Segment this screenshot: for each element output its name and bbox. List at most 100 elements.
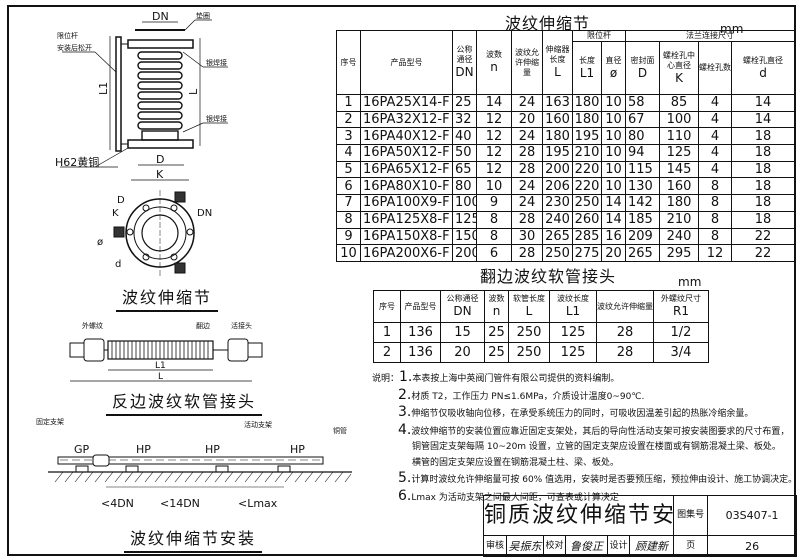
note-item: 2.材质 T2，工作压力 PN≤1.6MPa，介质设计温度0~90℃.: [398, 386, 645, 403]
table-cell: 220: [572, 177, 602, 196]
table-cell: 8: [698, 210, 732, 229]
table-cell: 8: [476, 227, 512, 246]
table-cell: 210: [659, 210, 699, 229]
plan-label-d: D: [117, 195, 125, 206]
table-cell: 180: [572, 94, 602, 112]
table-cell: 3/4: [653, 342, 709, 363]
label-d: D: [156, 153, 164, 166]
table-cell: 18: [731, 160, 795, 179]
table-cell: 195: [572, 127, 602, 146]
label-k: K: [156, 168, 164, 181]
table-cell: 4: [698, 94, 732, 112]
table-cell: 142: [625, 194, 660, 212]
table-cell: 16PA200X6-F: [360, 244, 453, 262]
table-cell: 2: [373, 342, 401, 363]
table-cell: 25: [484, 322, 509, 343]
table-cell: 20: [601, 244, 626, 262]
note-item: 4.波纹伸缩节的安装位置应靠近固定支架处，其后的导向性活动支架可按安装图要求的尺…: [398, 421, 790, 438]
table-cell: 163: [542, 94, 573, 112]
table-cell: 185: [625, 210, 660, 229]
review-label: 审核: [483, 535, 507, 557]
table-cell: 8: [698, 227, 732, 246]
bellows-plan-view: D K DN ø d: [97, 190, 212, 276]
table-cell: 160: [659, 177, 699, 196]
hose-header-cell: 产品型号: [400, 290, 441, 323]
table-cell: 136: [400, 342, 441, 363]
table-cell: 24: [511, 194, 543, 212]
table-cell: 28: [511, 210, 543, 229]
table-cell: 6: [476, 244, 512, 262]
table-cell: 28: [596, 322, 654, 343]
table-cell: 67: [625, 110, 660, 129]
table-cell: 10: [476, 177, 512, 196]
table-cell: 8: [698, 177, 732, 196]
installation-drawing: 固定支架 活动支架 铜管 GP HP HP HP <4DN <14DN <Lma…: [36, 417, 352, 510]
table-cell: 220: [572, 160, 602, 179]
table-cell: 4: [698, 160, 732, 179]
table-cell: 18: [731, 177, 795, 196]
table-cell: 150: [452, 227, 477, 246]
label-hose-l: L: [158, 372, 163, 382]
table-cell: 20: [511, 110, 543, 129]
table-cell: 30: [511, 227, 543, 246]
table-cell: 4: [698, 127, 732, 146]
table-cell: 16PA150X8-F: [360, 227, 453, 246]
bellows-elevation: DN 垫圈 限位杆 安装后松开 银焊接 银焊接 L1 L H62黄铜 D K: [55, 10, 228, 181]
table-cell: 275: [572, 244, 602, 262]
table-cell: 18: [731, 210, 795, 229]
table-cell: 240: [659, 227, 699, 246]
plan-label-k: K: [112, 208, 119, 219]
table-cell: 18: [731, 144, 795, 162]
label-hp-2: HP: [205, 443, 220, 456]
table-cell: 10: [336, 244, 361, 262]
caption-bellows: 波纹伸缩节: [116, 284, 219, 312]
hdr-allow: 波纹允许伸缩量: [511, 30, 543, 95]
label-14dn: <14DN: [160, 497, 200, 510]
table-cell: 12: [476, 110, 512, 129]
table-cell: 12: [476, 160, 512, 179]
page-number: 26: [707, 535, 798, 557]
atlas-number: 03S407-1: [707, 495, 798, 536]
table-cell: 22: [731, 244, 795, 262]
table-cell: 180: [542, 127, 573, 146]
table-cell: 16PA125X8-F: [360, 210, 453, 229]
caption-installation: 波纹伸缩节安装: [124, 525, 263, 553]
table-cell: 250: [542, 244, 573, 262]
note-item: 5.计算时波纹允许伸缩量可按 60% 值选用，安装时是否要预压缩，预拉伸由设计、…: [398, 470, 798, 486]
table-cell: 195: [542, 144, 573, 162]
table-cell: 100: [659, 110, 699, 129]
design-label: 设计: [607, 535, 630, 557]
table-cell: 16PA80X10-F: [360, 177, 453, 196]
table-cell: 16PA32X12-F: [360, 110, 453, 129]
notes: 说明：1.本表按上海中英阀门管件有限公司提供的资料编制。2.材质 T2，工作压力…: [372, 369, 798, 506]
table-cell: 85: [659, 94, 699, 112]
table-cell: 265: [542, 227, 573, 246]
plan-label-d-small: d: [115, 259, 121, 270]
table-cell: 14: [601, 194, 626, 212]
plan-label-phi: ø: [97, 237, 103, 248]
table-cell: 180: [572, 110, 602, 129]
table-cell: 10: [601, 110, 626, 129]
table-cell: 14: [731, 110, 795, 129]
table-cell: 295: [659, 244, 699, 262]
drawing-title: 铜质波纹伸缩节安装: [482, 495, 675, 536]
table-cell: 125: [549, 342, 597, 363]
table-cell: 4: [698, 144, 732, 162]
label-brass: H62黄铜: [55, 155, 99, 169]
note-item: 横管的固定支架应设置在钢筋混凝土柱、梁、板处。: [412, 457, 620, 468]
hose-header-cell: 波纹允许伸缩量: [596, 290, 654, 323]
